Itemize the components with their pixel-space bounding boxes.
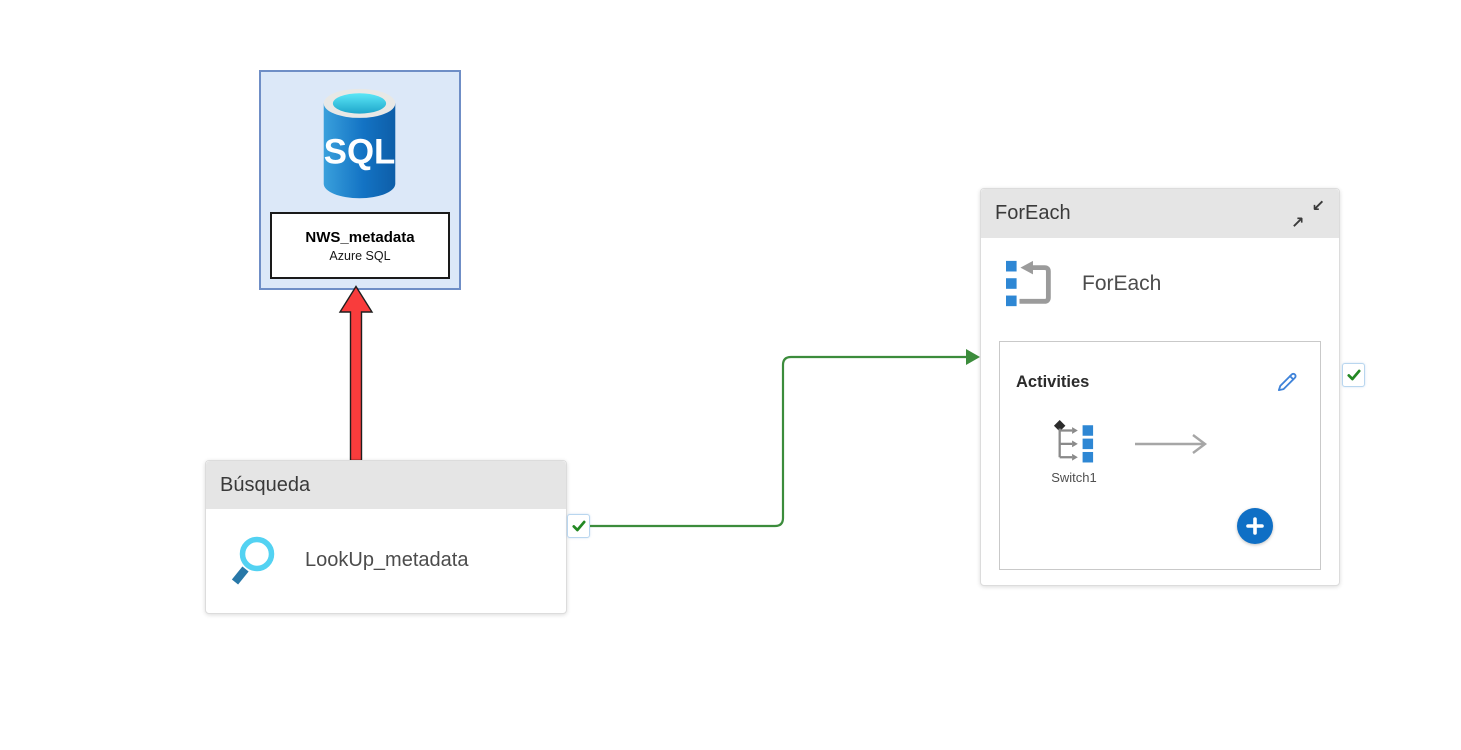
activities-content: Switch1 bbox=[1000, 396, 1320, 546]
sql-database-icon: SQL bbox=[323, 88, 396, 199]
dataset-name: NWS_metadata bbox=[305, 228, 415, 246]
switch-activity-item[interactable]: Switch1 bbox=[1036, 419, 1112, 485]
activities-label: Activities bbox=[1016, 372, 1090, 391]
lookup-type-label: Búsqueda bbox=[220, 473, 311, 496]
foreach-type-label: ForEach bbox=[995, 202, 1071, 224]
foreach-success-port[interactable] bbox=[1342, 363, 1365, 387]
lookup-activity-header: Búsqueda bbox=[206, 461, 566, 509]
dataset-node[interactable]: SQL NWS_metadata Azure SQL bbox=[259, 70, 461, 290]
green-check-icon bbox=[1346, 369, 1361, 381]
lookup-activity-node[interactable]: Búsqueda LookUp_metadata bbox=[205, 460, 567, 614]
lookup-activity-name: LookUp_metadata bbox=[305, 549, 469, 571]
green-check-icon bbox=[571, 520, 586, 532]
magnifier-icon bbox=[231, 536, 275, 585]
activities-header: Activities bbox=[1000, 342, 1320, 396]
svg-text:SQL: SQL bbox=[324, 132, 396, 171]
success-connector[interactable] bbox=[588, 345, 990, 537]
lookup-activity-body: LookUp_metadata bbox=[206, 509, 566, 612]
switch-activity-label: Switch1 bbox=[1051, 470, 1097, 485]
plus-icon bbox=[1246, 517, 1264, 535]
sequence-arrow bbox=[1135, 434, 1207, 454]
foreach-loop-icon bbox=[1006, 260, 1051, 307]
lookup-success-port[interactable] bbox=[567, 514, 590, 538]
collapse-icon[interactable]: ↙ ↗ bbox=[1291, 195, 1325, 232]
foreach-title-row: ForEach bbox=[981, 238, 1339, 310]
dataset-type: Azure SQL bbox=[329, 248, 391, 263]
dataset-reference-arrow bbox=[338, 285, 374, 462]
switch-icon bbox=[1053, 420, 1094, 463]
foreach-activity-node[interactable]: ForEach ↙ ↗ ForEach Activities bbox=[980, 188, 1340, 586]
foreach-activity-header: ForEach ↙ ↗ bbox=[981, 189, 1339, 238]
add-activity-button[interactable] bbox=[1237, 508, 1273, 544]
edit-activities-pencil-icon[interactable] bbox=[1274, 368, 1300, 396]
foreach-activity-name: ForEach bbox=[1082, 272, 1162, 295]
foreach-activities-panel[interactable]: Activities bbox=[999, 341, 1321, 570]
dataset-label-box: NWS_metadata Azure SQL bbox=[270, 212, 450, 279]
